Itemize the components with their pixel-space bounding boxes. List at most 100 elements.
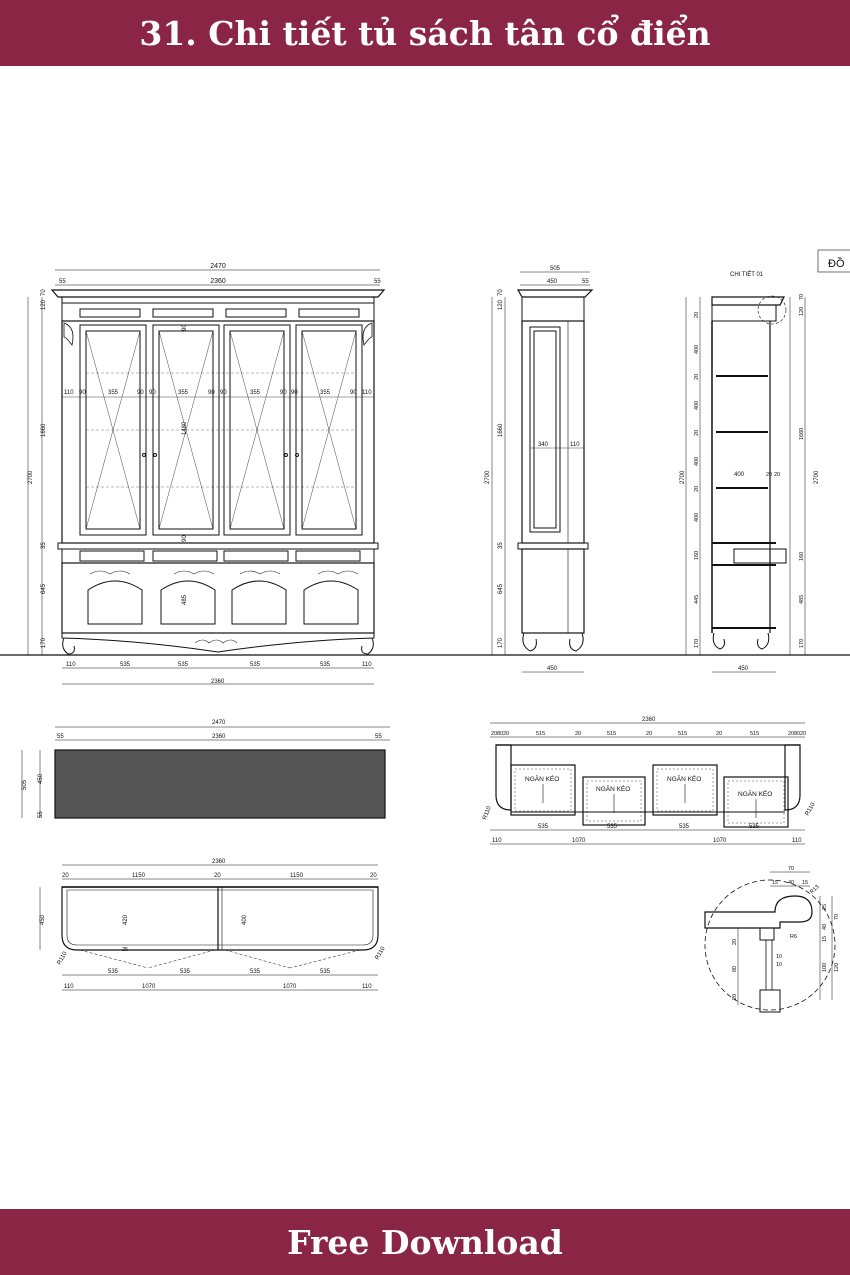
svg-text:2360: 2360 — [642, 717, 656, 723]
svg-text:R110: R110 — [57, 950, 69, 966]
svg-text:170: 170 — [694, 639, 700, 648]
svg-text:535: 535 — [320, 662, 331, 668]
svg-text:80: 80 — [732, 966, 738, 972]
svg-text:20: 20 — [575, 731, 581, 737]
base-plan: 2360 20 1150 20 1150 20 450 420 400 25 R… — [39, 859, 387, 991]
cornice-detail: 70 15 40 15 20 80 20 R6 10 10 R13 25 70 … — [704, 866, 840, 1013]
svg-text:420: 420 — [123, 914, 129, 925]
svg-text:160: 160 — [694, 551, 700, 560]
svg-text:R110: R110 — [482, 805, 493, 821]
svg-text:90: 90 — [291, 390, 298, 396]
svg-text:535: 535 — [320, 969, 331, 975]
svg-text:110: 110 — [792, 838, 802, 844]
svg-text:20: 20 — [694, 312, 700, 318]
svg-text:90: 90 — [182, 324, 188, 331]
svg-text:20: 20 — [766, 472, 772, 478]
glass-doors — [79, 324, 363, 536]
svg-text:535: 535 — [679, 824, 690, 830]
svg-text:90: 90 — [220, 390, 227, 396]
svg-text:90: 90 — [182, 535, 188, 542]
front-elevation: 2470 2360 55 55 — [27, 263, 386, 685]
svg-text:10: 10 — [776, 954, 782, 960]
svg-text:55: 55 — [59, 279, 66, 285]
svg-text:515: 515 — [536, 731, 545, 737]
svg-text:10: 10 — [776, 962, 782, 968]
svg-text:R110: R110 — [375, 945, 387, 961]
free-download-button[interactable]: Free Download — [0, 1209, 850, 1275]
svg-text:20: 20 — [788, 731, 794, 737]
svg-text:15: 15 — [822, 936, 828, 942]
svg-text:535: 535 — [607, 824, 618, 830]
svg-text:20: 20 — [774, 472, 780, 478]
svg-text:40: 40 — [822, 924, 828, 930]
svg-text:355: 355 — [178, 390, 189, 396]
svg-text:20: 20 — [800, 731, 806, 737]
svg-text:400: 400 — [694, 513, 700, 522]
svg-text:2360: 2360 — [212, 734, 226, 740]
svg-text:20: 20 — [694, 430, 700, 436]
svg-text:R13: R13 — [809, 884, 820, 895]
svg-text:645: 645 — [41, 583, 47, 594]
svg-text:505: 505 — [22, 779, 28, 790]
drawer-label: NGĂN KÉO — [667, 774, 701, 783]
svg-text:90: 90 — [208, 390, 215, 396]
svg-text:505: 505 — [550, 266, 561, 272]
svg-text:170: 170 — [799, 639, 805, 648]
svg-text:450: 450 — [40, 914, 46, 925]
svg-text:400: 400 — [694, 401, 700, 410]
corner-label: ĐỒ — [828, 257, 845, 270]
svg-text:40: 40 — [788, 880, 794, 886]
svg-text:90: 90 — [350, 390, 357, 396]
svg-text:2700: 2700 — [680, 470, 686, 484]
svg-text:90: 90 — [280, 390, 287, 396]
svg-text:2470: 2470 — [212, 720, 226, 726]
svg-text:120: 120 — [498, 299, 504, 310]
svg-text:1070: 1070 — [283, 984, 297, 990]
svg-text:90: 90 — [137, 390, 144, 396]
svg-text:20: 20 — [646, 731, 652, 737]
svg-text:1660: 1660 — [799, 428, 805, 440]
svg-text:110: 110 — [66, 662, 76, 668]
svg-text:450: 450 — [547, 666, 558, 672]
svg-text:R6: R6 — [790, 934, 797, 940]
svg-text:400: 400 — [734, 472, 745, 478]
svg-text:35: 35 — [41, 542, 47, 549]
svg-text:450: 450 — [738, 666, 749, 672]
svg-text:1070: 1070 — [572, 838, 586, 844]
svg-text:2360: 2360 — [212, 859, 226, 865]
svg-text:25: 25 — [122, 947, 128, 953]
svg-text:55: 55 — [38, 811, 44, 818]
svg-text:535: 535 — [120, 662, 131, 668]
svg-text:20: 20 — [370, 873, 377, 879]
svg-text:90: 90 — [79, 390, 86, 396]
svg-text:485: 485 — [182, 594, 188, 605]
svg-text:355: 355 — [250, 390, 261, 396]
svg-text:110: 110 — [362, 984, 372, 990]
drawer-label: NGĂN KÉO — [525, 774, 559, 783]
section-view: ĐỒ CHI TIẾT 01 2700 20 400 20 400 20 400… — [680, 249, 850, 673]
svg-text:1070: 1070 — [142, 984, 156, 990]
front-body-width: 2360 — [210, 278, 226, 285]
svg-text:15: 15 — [772, 880, 778, 886]
svg-text:485: 485 — [799, 595, 805, 604]
svg-text:515: 515 — [607, 731, 616, 737]
svg-text:400: 400 — [694, 457, 700, 466]
svg-text:535: 535 — [538, 824, 549, 830]
drawer-label: NGĂN KÉO — [738, 789, 772, 798]
svg-text:20: 20 — [62, 873, 69, 879]
svg-text:90: 90 — [149, 390, 156, 396]
svg-text:400: 400 — [242, 914, 248, 925]
detail-callout-label: CHI TIẾT 01 — [730, 271, 764, 278]
svg-text:515: 515 — [750, 731, 759, 737]
side-elevation: 505 450 55 340 110 2700 120 70 1660 35 6… — [485, 266, 594, 673]
svg-text:20: 20 — [732, 939, 738, 945]
svg-text:110: 110 — [492, 838, 502, 844]
svg-text:110: 110 — [64, 390, 74, 396]
svg-text:80: 80 — [497, 731, 503, 737]
top-plan: 2470 2360 55 55 505 450 55 — [21, 720, 390, 819]
svg-text:450: 450 — [38, 773, 44, 784]
front-overall-width: 2470 — [210, 263, 226, 270]
svg-text:70: 70 — [498, 289, 504, 296]
svg-text:25: 25 — [822, 904, 828, 910]
svg-text:70: 70 — [799, 294, 805, 300]
